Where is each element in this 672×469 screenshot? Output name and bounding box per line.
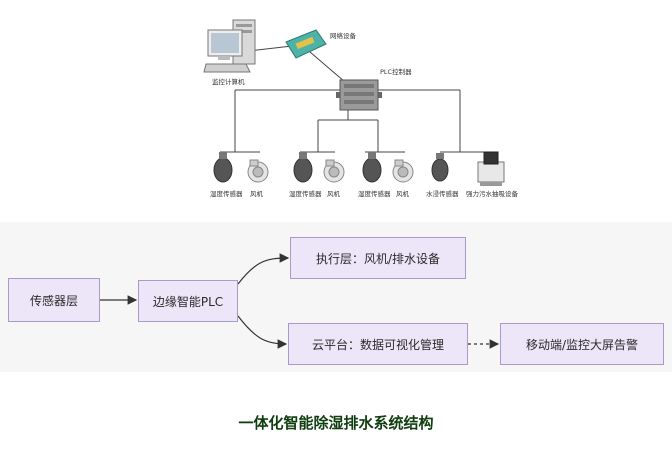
- label-device: 强力污水抽吸设备: [466, 189, 519, 198]
- label-device: 风机: [250, 189, 264, 198]
- label-device: 风机: [327, 189, 341, 198]
- monitor-computer-icon: [203, 19, 256, 73]
- sewage-pump-icon: [477, 151, 505, 186]
- node-edge-plc: 边缘智能PLC: [138, 280, 238, 322]
- label-device: 湿度传感器: [289, 189, 322, 198]
- arrow-plc-to-exec: [237, 253, 290, 285]
- label-device: 风机: [396, 189, 410, 198]
- humidity-sensor-icon: [293, 152, 313, 183]
- fan-icon: [323, 159, 345, 183]
- fan-icon: [392, 159, 414, 183]
- humidity-sensor-icon: [213, 152, 233, 183]
- water-sensor-icon: [431, 153, 449, 182]
- node-edge-plc-label: 边缘智能PLC: [152, 294, 224, 309]
- fan-icon: [247, 159, 269, 183]
- label-plc-controller: PLC控制器: [380, 67, 412, 76]
- plc-controller-icon: [336, 79, 382, 111]
- label-device: 水浸传感器: [426, 189, 459, 198]
- label-network-device: 网络设备: [330, 31, 357, 40]
- flow-arrows: [100, 253, 500, 349]
- node-cloud-platform: 云平台：数据可视化管理: [288, 323, 468, 365]
- label-device: 湿度传感器: [210, 189, 243, 198]
- node-mobile-alarm: 移动端/监控大屏告警: [500, 323, 664, 365]
- node-sensor-layer-label: 传感器层: [29, 293, 78, 308]
- diagram-caption: 一体化智能除湿排水系统结构: [238, 414, 434, 432]
- label-monitor-pc: 监控计算机: [212, 77, 245, 86]
- node-execution-layer: 执行层：风机/排水设备: [290, 237, 466, 279]
- node-mobile-alarm-label: 移动端/监控大屏告警: [525, 337, 639, 352]
- node-sensor-layer: 传感器层: [8, 278, 100, 322]
- node-cloud-platform-label: 云平台：数据可视化管理: [311, 337, 444, 352]
- network-topology: 监控计算机 网络设备 PLC控制器: [203, 19, 519, 198]
- arrow-plc-to-cloud: [237, 315, 288, 349]
- node-execution-layer-label: 执行层：风机/排水设备: [315, 251, 441, 266]
- label-device: 湿度传感器: [358, 189, 391, 198]
- network-device-icon: [285, 29, 327, 59]
- humidity-sensor-icon: [362, 152, 382, 183]
